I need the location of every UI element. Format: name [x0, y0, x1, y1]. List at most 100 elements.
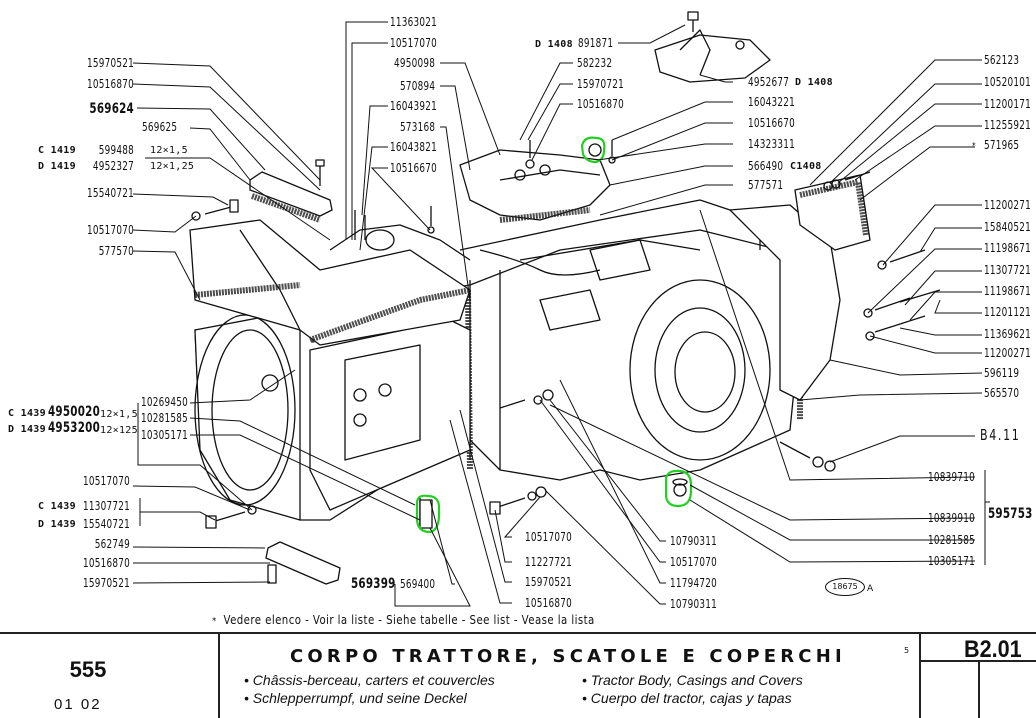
- highlight-14323311: [580, 136, 606, 164]
- part-label: 10517070: [390, 36, 438, 50]
- part-label: 11794720: [670, 576, 718, 590]
- diagram-drawing: [132, 11, 990, 607]
- part-label: 10790311: [670, 534, 718, 548]
- cross-reference-label[interactable]: B4.11: [980, 426, 1021, 444]
- part-label: 10839910: [928, 511, 976, 525]
- variant-prefix: D 1408: [535, 39, 573, 50]
- part-label: 891871: [578, 36, 614, 50]
- part-label-assembly: 569624: [89, 101, 134, 117]
- subtitle-spanish: • Cuerpo del tractor, cajas y tapas: [582, 690, 792, 706]
- drawing-reference-suffix: A: [867, 584, 874, 594]
- part-label: 15970521: [82, 576, 130, 590]
- part-label: 4952327: [92, 159, 134, 173]
- part-label: 599488: [98, 143, 134, 157]
- part-label: 10305171: [928, 554, 976, 568]
- part-label: 4952677: [748, 75, 790, 89]
- part-label: 14323311: [748, 137, 796, 151]
- part-label: 10516870: [86, 77, 134, 91]
- variant-suffix: D 1408: [795, 77, 833, 88]
- part-label: 10516870: [82, 556, 130, 570]
- part-label: 11198671: [984, 284, 1032, 298]
- part-label: 16043821: [390, 140, 438, 154]
- part-label: 570894: [400, 79, 436, 93]
- part-label: 571965: [984, 138, 1020, 152]
- part-label: 569400: [400, 577, 436, 591]
- part-label: 596119: [984, 366, 1020, 380]
- center-casing: [309, 312, 471, 511]
- part-label: 11200171: [984, 97, 1032, 111]
- part-label: 10790311: [670, 597, 718, 611]
- part-label: 11369621: [984, 327, 1032, 341]
- part-label: 569625: [142, 120, 178, 134]
- part-label: 10516870: [577, 97, 625, 111]
- part-label-assembly: 595753: [988, 506, 1033, 522]
- part-label: 11200271: [984, 346, 1032, 360]
- bottom-cover-562749: [265, 541, 341, 585]
- leader-lines: [132, 21, 990, 607]
- part-label: 11201121: [984, 305, 1032, 319]
- part-label: 573168: [400, 120, 436, 134]
- part-label: 10281585: [928, 533, 976, 547]
- part-label: 10269450: [141, 395, 189, 409]
- part-label: 15540721: [82, 517, 130, 531]
- cover-plate-569624: [249, 159, 333, 223]
- variant-prefix: D 1439: [38, 519, 76, 530]
- subtitle-french: • Châssis-berceau, carters et couvercles: [244, 672, 495, 688]
- part-label: 15540721: [86, 186, 134, 200]
- part-label: 10305171: [141, 428, 189, 442]
- part-label: 11307721: [984, 263, 1032, 277]
- part-label: 4953200: [48, 420, 101, 436]
- model-sub-codes: 01 02: [54, 696, 102, 713]
- part-label: 15840521: [984, 220, 1032, 234]
- part-label: 11307721: [82, 499, 130, 513]
- variant-suffix: C1408: [790, 161, 822, 172]
- divider: [919, 634, 921, 718]
- part-label: 11255921: [984, 118, 1032, 132]
- part-label: 11200271: [984, 198, 1032, 212]
- part-label: 10839710: [928, 470, 976, 484]
- divider: [919, 660, 1036, 662]
- part-label: 10516870: [525, 596, 573, 610]
- part-label: 15970521: [525, 575, 573, 589]
- variant-prefix: D 1439: [8, 424, 46, 435]
- part-label: 577570: [98, 244, 134, 258]
- drawing-reference-badge: 18675: [825, 578, 865, 596]
- part-label: 11198671: [984, 241, 1032, 255]
- section-title: CORPO TRATTORE, SCATOLE E COPERCHI: [290, 646, 846, 667]
- part-label: 10281585: [141, 411, 189, 425]
- part-label: 11363021: [390, 15, 438, 29]
- part-label: 577571: [748, 178, 784, 192]
- variant-prefix: C 1439: [38, 501, 76, 512]
- page-number: 5: [904, 646, 910, 655]
- subtitle-german: • Schlepperrumpf, und seine Deckel: [244, 690, 467, 706]
- thread-size: 12×1,25: [150, 161, 195, 172]
- top-cover-566490: [459, 149, 611, 223]
- upper-manifold: [189, 219, 471, 346]
- part-label: 565570: [984, 386, 1020, 400]
- thread-size: 12×1,5: [150, 145, 188, 156]
- title-block: 555 01 02 CORPO TRATTORE, SCATOLE E COPE…: [0, 632, 1036, 718]
- footnote-text: Vedere elenco - Voir la liste - Siehe ta…: [223, 613, 595, 627]
- highlight-569400: [415, 494, 441, 534]
- divider: [978, 660, 980, 718]
- asterisk-marker: *: [972, 141, 976, 152]
- thread-size: 12×125: [100, 425, 138, 436]
- part-label: 4950020: [48, 404, 101, 420]
- part-label: 10517070: [82, 474, 130, 488]
- footnote: *Vedere elenco - Voir la liste - Siehe t…: [212, 613, 595, 627]
- highlight-markers: [415, 136, 693, 534]
- part-label: 10517070: [525, 530, 573, 544]
- model-number: 555: [69, 657, 107, 682]
- part-label: 10520101: [984, 75, 1032, 89]
- thread-size: 12×1,5: [100, 409, 138, 420]
- part-label: 10517070: [670, 555, 718, 569]
- part-label: 562123: [984, 53, 1020, 67]
- subtitle-english: • Tractor Body, Casings and Covers: [582, 672, 803, 688]
- part-label: 10516670: [748, 116, 796, 130]
- part-label: 16043221: [748, 95, 796, 109]
- highlight-10839910: [664, 469, 693, 508]
- variant-prefix: D 1419: [38, 161, 76, 172]
- variant-prefix: C 1419: [38, 145, 76, 156]
- rear-housing: [729, 174, 871, 401]
- part-label: 11227721: [525, 555, 573, 569]
